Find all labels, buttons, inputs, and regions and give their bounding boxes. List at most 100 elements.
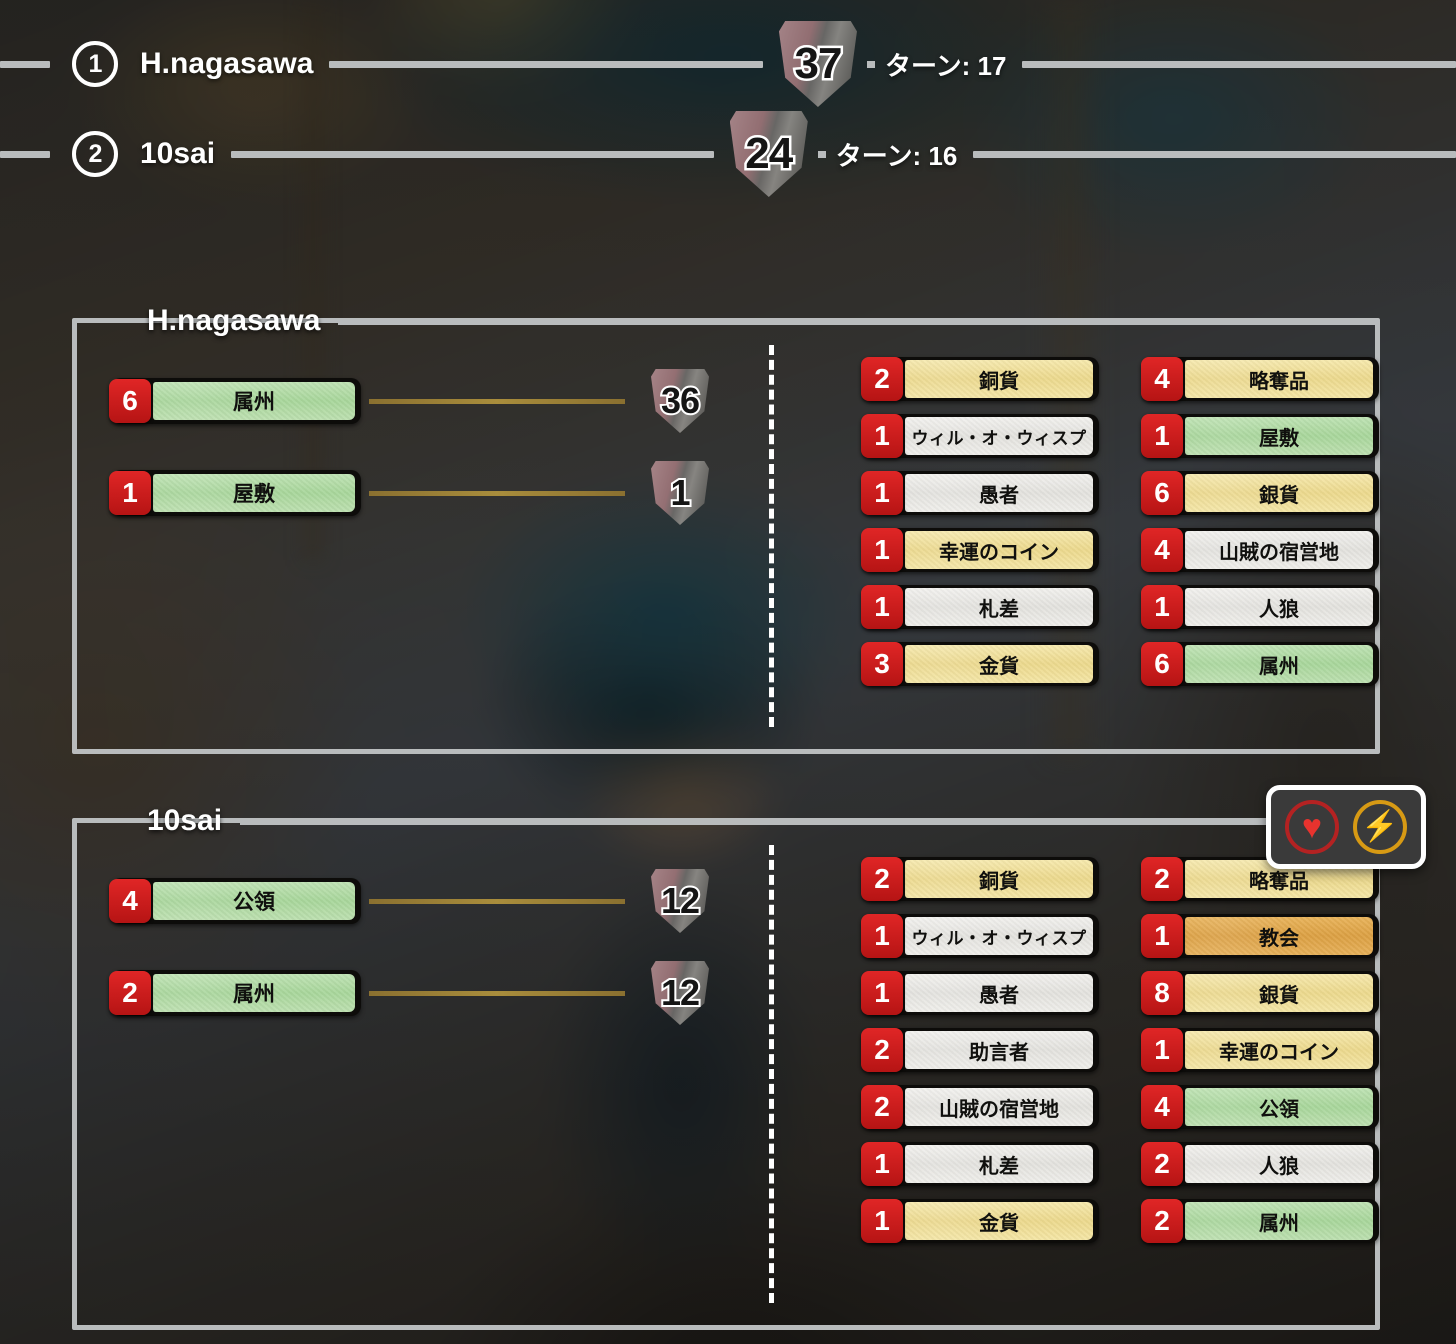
card-face: 属州 [1185, 645, 1373, 683]
card-face: 銀貨 [1185, 474, 1373, 512]
panel-body: 6 属州 36 1 屋敷 [77, 323, 1379, 749]
card-bar[interactable]: 2 銅貨 [861, 357, 1099, 401]
card-bar[interactable]: 2 山賊の宿営地 [861, 1085, 1099, 1129]
card-face: 銅貨 [905, 360, 1093, 398]
standings-row-2: 2 10sai 24 ターン: 16 [0, 111, 1456, 197]
rule-segment [338, 317, 1375, 325]
card-bar[interactable]: 2 銅貨 [861, 857, 1099, 901]
card-name: 屋敷 [233, 483, 275, 506]
deck-column-right: 4 略奪品 1 屋敷 6 銀貨 4 山賊の宿営地 [1141, 357, 1379, 749]
card-face: 人狼 [1185, 1145, 1373, 1183]
card-bar[interactable]: 1 屋敷 [109, 470, 361, 516]
player-panel-2: 10sai 4 公領 12 [72, 806, 1380, 1330]
card-bar[interactable]: 1 教会 [1141, 914, 1379, 958]
card-face: 屋敷 [153, 474, 355, 512]
card-bar[interactable]: 2 助言者 [861, 1028, 1099, 1072]
card-bar[interactable]: 1 幸運のコイン [1141, 1028, 1379, 1072]
card-bar[interactable]: 8 銀貨 [1141, 971, 1379, 1015]
card-name: 属州 [1259, 655, 1299, 678]
deck-column-right: 2 略奪品 1 教会 8 銀貨 1 幸運のコイン [1141, 857, 1379, 1325]
card-name: 略奪品 [1249, 370, 1309, 393]
card-name: 銀貨 [1259, 984, 1299, 1007]
connector-line [369, 398, 625, 404]
card-bar[interactable]: 4 公領 [1141, 1085, 1379, 1129]
card-name: 教会 [1259, 927, 1299, 950]
score-shield: 24 [729, 111, 808, 197]
score-value: 24 [743, 129, 796, 178]
card-bar[interactable]: 1 札差 [861, 585, 1099, 629]
panel-body: 4 公領 12 2 属州 [77, 823, 1379, 1325]
card-bar[interactable]: 4 公領 [109, 878, 361, 924]
card-bar[interactable]: 1 愚者 [861, 971, 1099, 1015]
card-bar[interactable]: 3 金貨 [861, 642, 1099, 686]
card-bar[interactable]: 1 金貨 [861, 1199, 1099, 1243]
victory-point-row[interactable]: 2 属州 12 [109, 961, 767, 1025]
card-bar[interactable]: 1 ウィル・オ・ウィスプ [861, 914, 1099, 958]
card-bar[interactable]: 1 人狼 [1141, 585, 1379, 629]
deck-card-lists: 2 銅貨 1 ウィル・オ・ウィスプ 1 愚者 1 幸運のコイン [767, 353, 1379, 749]
card-count-badge: 4 [1141, 528, 1183, 572]
card-face: 略奪品 [1185, 360, 1373, 398]
card-count-badge: 1 [861, 585, 903, 629]
card-face: 属州 [153, 974, 355, 1012]
rule-segment [1022, 60, 1456, 68]
card-bar[interactable]: 2 属州 [109, 970, 361, 1016]
panel-title-text: 10sai [147, 804, 223, 837]
card-bar[interactable]: 1 ウィル・オ・ウィスプ [861, 414, 1099, 458]
player-name: H.nagasawa [140, 47, 314, 80]
card-bar[interactable]: 1 札差 [861, 1142, 1099, 1186]
like-button[interactable]: ♥ [1285, 800, 1339, 854]
card-count-badge: 4 [1141, 1085, 1183, 1129]
rank-badge: 1 [72, 41, 118, 87]
card-count-badge: 1 [109, 471, 151, 515]
card-face: 札差 [905, 1145, 1093, 1183]
card-bar[interactable]: 6 銀貨 [1141, 471, 1379, 515]
card-face: 幸運のコイン [1185, 1031, 1373, 1069]
card-count-badge: 8 [1141, 971, 1183, 1015]
card-bar[interactable]: 6 属州 [1141, 642, 1379, 686]
card-count-badge: 2 [861, 357, 903, 401]
card-bar[interactable]: 4 略奪品 [1141, 357, 1379, 401]
card-name: 山賊の宿営地 [1219, 541, 1339, 564]
victory-point-row[interactable]: 4 公領 12 [109, 869, 767, 933]
card-face: 山賊の宿営地 [1185, 531, 1373, 569]
victory-point-row[interactable]: 1 屋敷 1 [109, 461, 767, 525]
card-bar[interactable]: 4 山賊の宿営地 [1141, 528, 1379, 572]
card-name: 銅貨 [979, 870, 1019, 893]
card-face: 金貨 [905, 1202, 1093, 1240]
rule-segment [973, 150, 1456, 158]
victory-point-row[interactable]: 6 属州 36 [109, 369, 767, 433]
separator-dot [866, 60, 875, 68]
card-bar[interactable]: 2 人狼 [1141, 1142, 1379, 1186]
score-value: 37 [792, 39, 845, 88]
card-face: 教会 [1185, 917, 1373, 955]
score-shield: 37 [778, 21, 857, 107]
card-count-badge: 2 [1141, 857, 1183, 901]
card-face: 札差 [905, 588, 1093, 626]
section-divider [769, 845, 774, 1303]
card-bar[interactable]: 6 属州 [109, 378, 361, 424]
lightning-bolt-icon: ⚡ [1361, 810, 1399, 843]
card-face: 幸運のコイン [905, 531, 1093, 569]
card-count-badge: 1 [861, 528, 903, 572]
card-count-badge: 2 [1141, 1142, 1183, 1186]
card-face: 屋敷 [1185, 417, 1373, 455]
card-bar[interactable]: 1 愚者 [861, 471, 1099, 515]
victory-point-value: 1 [668, 472, 692, 513]
card-face: 公領 [153, 882, 355, 920]
victory-point-shield: 12 [651, 869, 709, 933]
card-name: 愚者 [979, 484, 1019, 507]
victory-point-value: 12 [659, 972, 702, 1013]
card-count-badge: 1 [1141, 914, 1183, 958]
victory-point-summary: 4 公領 12 2 属州 [77, 853, 767, 1325]
card-bar[interactable]: 1 屋敷 [1141, 414, 1379, 458]
rule-segment [329, 60, 763, 68]
card-bar[interactable]: 1 幸運のコイン [861, 528, 1099, 572]
card-name: 屋敷 [1259, 427, 1299, 450]
card-name: 銀貨 [1259, 484, 1299, 507]
boost-button[interactable]: ⚡ [1353, 800, 1407, 854]
card-count-badge: 4 [1141, 357, 1183, 401]
card-name: 山賊の宿営地 [939, 1098, 1059, 1121]
victory-point-shield: 1 [651, 461, 709, 525]
card-bar[interactable]: 2 属州 [1141, 1199, 1379, 1243]
